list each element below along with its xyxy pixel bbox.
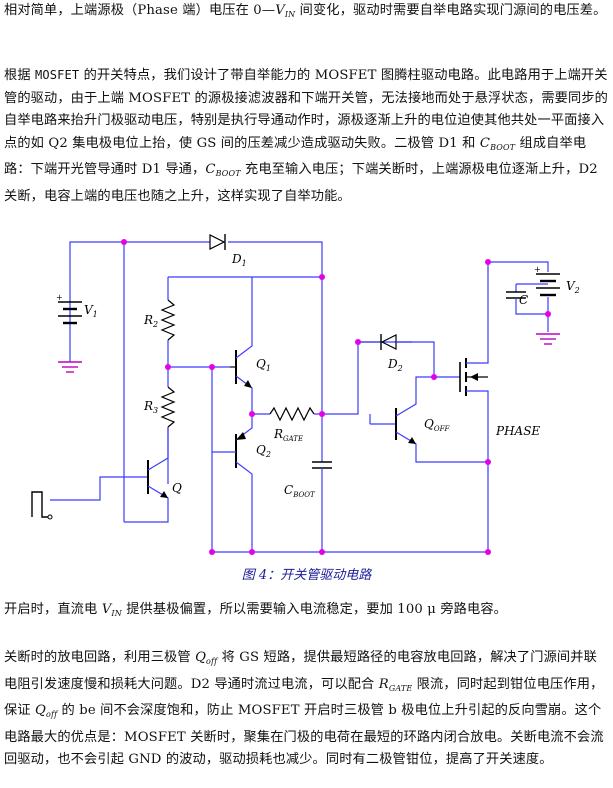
label-plus-v1: +: [56, 293, 63, 302]
label-d1: D1: [231, 252, 247, 268]
label-v2: V2: [566, 279, 580, 295]
text: 根据: [4, 68, 36, 83]
text: 相对简单，上端源极（Phase 端）电压在 0—: [4, 3, 276, 18]
text: 开启时，直流电: [4, 602, 102, 617]
text: 将 GS 短路，提供最短路径的电容放电回路，解决了门源间并联电阻引发速度慢和损耗…: [4, 650, 597, 692]
symbol-v: V: [275, 3, 285, 18]
transistor-qoff: [369, 376, 488, 463]
symbol-sub: off: [46, 710, 58, 719]
symbol-r: R: [378, 676, 389, 692]
label-rgate: RGATE: [273, 427, 303, 443]
resistor-rgate: [252, 341, 412, 422]
transistor-q2: [212, 414, 253, 552]
symbol-sub: BOOT: [215, 169, 241, 178]
label-qoff: QOFF: [424, 417, 450, 433]
figure-caption: 图 4：开关管驱动电路: [241, 568, 372, 583]
label-d2: D2: [387, 357, 403, 373]
text: 关断时的放电回路，利用三极管: [4, 650, 196, 665]
transistor-q1: [230, 277, 253, 414]
term-mosfet: MOSFET: [35, 68, 80, 82]
label-v1: V1: [84, 303, 98, 319]
text: 组成自举电路：下端开光管导通时 D1 导通，: [4, 135, 587, 178]
diode-d2: [358, 334, 435, 377]
paragraph-startup: 开启时，直流电 VIN 提供基极偏置，所以需要输入电流稳定，要加 100 μ 旁…: [4, 599, 608, 626]
resistor-r3: [160, 386, 176, 428]
symbol-sub: BOOT: [490, 142, 516, 152]
battery-v1: [58, 301, 82, 373]
junction-nodes: [121, 239, 551, 555]
paragraph-design: 根据 MOSFET 的开关特点，我们设计了带自举能力的 MOSFET 图腾柱驱动…: [4, 64, 608, 208]
text: 的 be 间不会深度饱和，防止 MOSFET 开启时三极管 b 极电位上升引起的…: [4, 703, 604, 767]
symbol-sub: IN: [284, 10, 296, 19]
symbol-sub: off: [206, 657, 218, 666]
label-r3: R3: [143, 399, 158, 415]
label-plus-v2: +: [534, 265, 541, 274]
text: 提供基极偏置，所以需要输入电流稳定，要加 100 μ 旁路电容。: [121, 602, 508, 617]
resistor-r2: [160, 299, 176, 341]
transistor-q: [50, 427, 169, 523]
wire-bias-chain: [167, 276, 322, 552]
text: 的开关特点，我们设计了带自举能力的 MOSFET 图腾柱驱动电路。此电路用于上端…: [4, 68, 609, 151]
symbol-c: C: [479, 135, 491, 151]
label-r2: R2: [143, 313, 158, 329]
mosfet-high-side: [459, 262, 489, 552]
label-q1: Q1: [256, 357, 271, 373]
symbol-c: C: [205, 162, 216, 177]
text: 限流，同时起到钳位电压作用，保证: [4, 676, 604, 719]
label-q2: Q2: [256, 443, 271, 459]
symbol-sub: GATE: [388, 683, 413, 693]
capacitor-cboot: [312, 277, 332, 552]
symbol-v: V: [101, 602, 112, 617]
diode-d1: [209, 234, 226, 250]
text: 间变化，驱动时需要自举电路实现门源间的电压差。: [295, 3, 607, 18]
pulse-input-icon: [31, 491, 53, 520]
paragraph-intro: 相对简单，上端源极（Phase 端）电压在 0—VIN 间变化，驱动时需要自举电…: [4, 0, 608, 27]
wire-top-rail: [69, 241, 323, 522]
label-cboot: CBOOT: [284, 483, 316, 499]
symbol-q: Q: [35, 703, 46, 718]
supply-v2: [488, 261, 560, 345]
label-phase: PHASE: [495, 424, 540, 438]
symbol-q: Q: [195, 650, 207, 665]
label-q: Q: [172, 481, 182, 495]
paragraph-shutdown: 关断时的放电回路，利用三极管 Qoff 将 GS 短路，提供最短路径的电容放电回…: [4, 647, 608, 772]
text: 充电至输入电压；下端关断时，上端源极电位逐渐上升，D2 关断，电容上端的电压也随…: [4, 162, 598, 204]
circuit-diagram: D1 V1 + R2 R3 Q1 Q2 Q RGATE CBOOT D2 QOF…: [31, 234, 580, 555]
symbol-sub: IN: [111, 609, 122, 618]
label-c: C: [519, 293, 528, 307]
